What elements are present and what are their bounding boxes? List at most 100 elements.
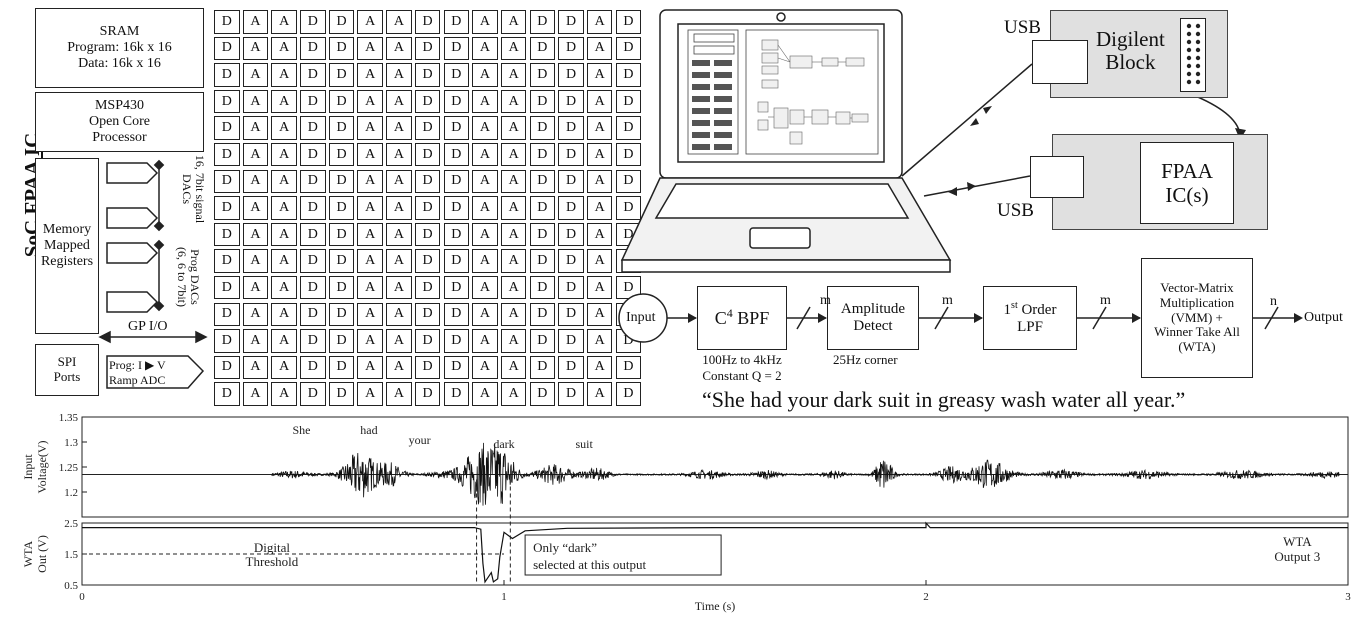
cab-cell: D (300, 196, 326, 220)
cab-cell: A (242, 169, 269, 194)
fpaa-usb-port (1030, 156, 1084, 198)
cab-cell: D (443, 10, 469, 34)
cab-cell: A (386, 329, 412, 353)
cab-cell: A (472, 36, 498, 61)
cab-cell: A (500, 275, 527, 300)
amp-line2: Detect (853, 318, 893, 334)
cab-cell: D (558, 222, 584, 247)
cab-cell: A (472, 10, 498, 34)
cab-cell: D (558, 142, 584, 167)
cab-cell: D (529, 116, 556, 140)
cab-cell: D (529, 36, 556, 61)
cab-cell: A (242, 142, 269, 167)
cab-cell: D (214, 355, 240, 380)
cab-cell: D (529, 63, 556, 87)
bpf-c: C (714, 308, 727, 329)
cab-cell: D (328, 142, 355, 167)
digilent-label: Digilent Block (1096, 27, 1165, 74)
cab-cell: D (414, 63, 441, 87)
word-annotation: dark (493, 437, 514, 451)
sentence: “She had your dark suit in greasy wash w… (702, 387, 1186, 412)
input-waveform-series (271, 442, 1340, 506)
cab-cell: D (214, 169, 240, 194)
cab-cell: A (271, 355, 297, 380)
processor-line1: MSP430 (94, 97, 145, 113)
lpf-block: 1st Order LPF (983, 286, 1077, 350)
cab-cell: A (386, 36, 412, 61)
cab-cell: D (300, 36, 326, 61)
threshold-label-line2: Threshold (246, 554, 299, 569)
cab-cell: A (472, 275, 498, 300)
arrow-right-icon: ▶ (145, 358, 155, 372)
cab-cell: A (357, 249, 383, 273)
callout-line1: Only “dark” (533, 540, 597, 555)
cab-cell: D (328, 116, 355, 140)
cab-cell: A (500, 382, 527, 406)
cab-cell: D (529, 355, 556, 380)
cab-cell: D (414, 275, 441, 300)
wta-output-series (82, 521, 1348, 584)
cab-cell: D (214, 329, 240, 353)
processor-block: MSP430 Open Core Processor (35, 92, 204, 152)
registers-line1: Memory (42, 221, 92, 237)
bpf-sup: 4 (726, 306, 733, 321)
bpf-note: 100Hz to 4kHz Constant Q = 2 (680, 352, 804, 383)
cab-cell: D (300, 302, 326, 327)
cab-cell: A (386, 302, 412, 327)
cab-cell: D (558, 10, 584, 34)
cab-cell: A (586, 36, 613, 61)
bpf-note1: 100Hz to 4kHz (702, 352, 782, 367)
cab-cell: D (214, 382, 240, 406)
cab-cell: A (500, 302, 527, 327)
cab-cell: A (242, 222, 269, 247)
cab-cell: D (300, 382, 326, 406)
cab-cell: A (386, 169, 412, 194)
cab-cell: A (386, 382, 412, 406)
wta-x-tick-label: 2 (923, 591, 929, 603)
cab-cell: A (357, 302, 383, 327)
cab-cell: D (558, 89, 584, 114)
vmm-line2: Multiplication (1159, 294, 1235, 310)
cab-cell: D (615, 382, 642, 406)
cab-cell: A (500, 10, 527, 34)
dac-shape-4 (106, 291, 159, 313)
x-axis-label: Time (s) (695, 599, 736, 613)
cab-cell: A (357, 355, 383, 380)
input-label: Input (626, 310, 656, 325)
input-y-tick-label: 1.35 (59, 412, 79, 424)
cab-cell: D (328, 196, 355, 220)
vmm-line4: Winner Take All (1154, 324, 1240, 340)
cab-cell: D (414, 329, 441, 353)
cab-cell: A (242, 89, 269, 114)
wta-y-axis-label: WTAOut (V) (21, 535, 49, 573)
cab-cell: D (214, 116, 240, 140)
cab-cell: A (271, 275, 297, 300)
wta-y-tick-label: 0.5 (64, 580, 78, 592)
cab-cell: A (386, 196, 412, 220)
cab-cell: A (271, 222, 297, 247)
vmm-line3: (VMM) + (1171, 309, 1223, 325)
cab-cell: D (414, 142, 441, 167)
cab-cell: D (328, 249, 355, 273)
cab-cell: D (615, 169, 642, 194)
cab-cell: D (443, 142, 469, 167)
cab-cell: D (300, 10, 326, 34)
cab-cell: A (357, 63, 383, 87)
cab-cell: D (558, 169, 584, 194)
cab-cell: D (443, 169, 469, 194)
cab-cell: A (271, 169, 297, 194)
cab-cell: D (214, 89, 240, 114)
cab-cell: D (328, 63, 355, 87)
bus-m2: m (942, 293, 953, 308)
cab-cell: D (529, 196, 556, 220)
spi-block: SPI Ports (35, 344, 99, 396)
input-y-tick-label: 1.3 (64, 437, 78, 449)
cab-cell: D (300, 249, 326, 273)
fpaa-line1: FPAA (1161, 158, 1213, 183)
cab-cell: A (500, 169, 527, 194)
cab-cell: A (472, 355, 498, 380)
word-annotation: had (360, 423, 377, 437)
cab-cell: A (386, 63, 412, 87)
